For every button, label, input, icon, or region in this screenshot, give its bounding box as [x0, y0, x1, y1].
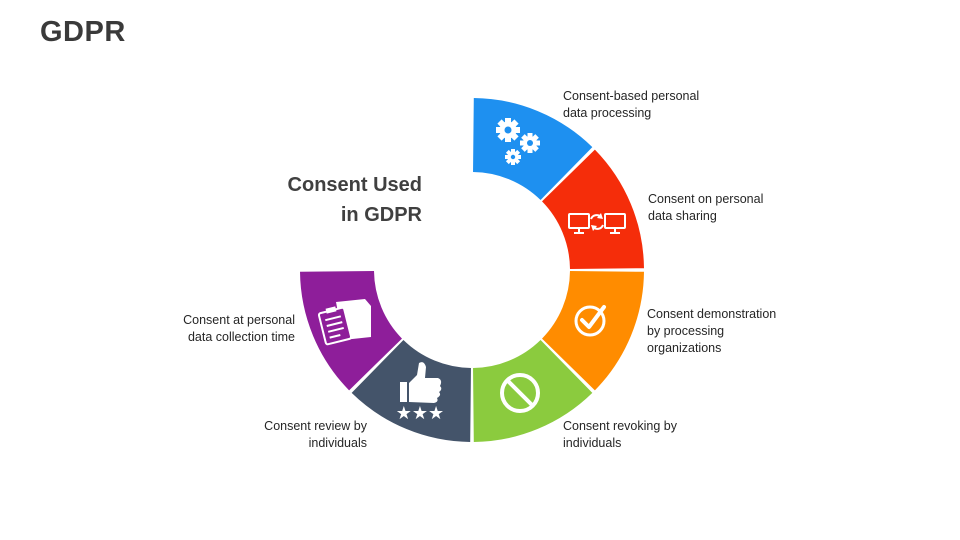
svg-text:★★★: ★★★ — [396, 403, 444, 424]
clipboard-box-icon — [317, 299, 371, 346]
checkmark-circle-icon — [574, 305, 606, 337]
thumbs-up-stars-icon: ★★★ — [396, 362, 444, 424]
prohibited-icon — [500, 373, 540, 413]
monitors-sync-icon — [568, 213, 626, 234]
label-consent-review: Consent review by individuals — [264, 419, 367, 450]
segment-sharing — [542, 149, 644, 269]
segment-revoking — [473, 340, 593, 442]
segment-demonstration — [542, 271, 644, 391]
page-title: GDPR — [40, 16, 126, 48]
label-consent-based-processing: Consent-based personal data processing — [563, 89, 700, 120]
label-consent-revoking: Consent revoking by individuals — [563, 419, 677, 450]
label-consent-demonstration: Consent demonstration by processing orga… — [647, 307, 777, 355]
gears-icon — [496, 118, 540, 165]
label-consent-data-sharing: Consent on personal data sharing — [648, 192, 764, 223]
diagram-center-title: Consent Used in GDPR — [287, 174, 422, 226]
label-consent-collection: Consent at personal data collection time — [183, 313, 295, 344]
